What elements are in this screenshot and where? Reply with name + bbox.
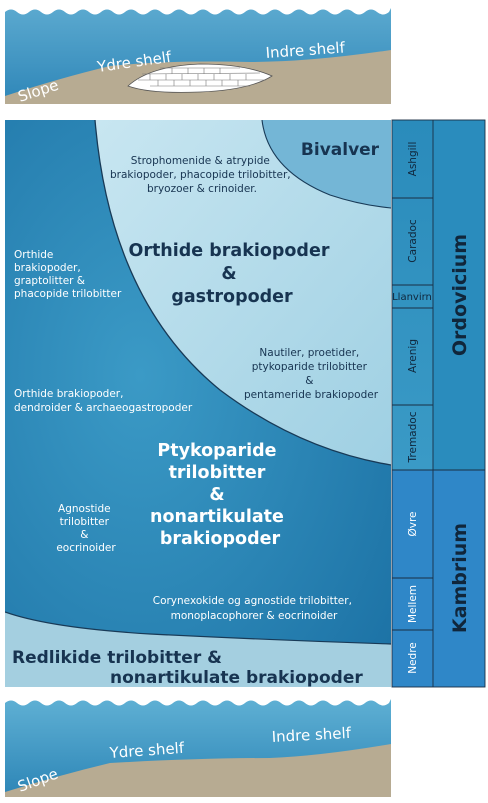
stage-ashgill: Ashgill [407,142,419,177]
stage-arenig: Arenig [407,339,419,373]
period-ordovicium: Ordovicium [449,234,471,356]
stage-caradoc: Caradoc [407,219,419,263]
stage-mellem: Mellem [407,585,419,623]
bottom-shelf-panel: Slope Ydre shelf Indre shelf [5,699,391,797]
stage-nedre: Nedre [407,642,419,674]
top-shelf-panel: Slope Ydre shelf Indre shelf [5,8,391,106]
stage-llanvirn: Llanvirn [392,292,432,303]
bivalver-label: Bivalver [301,140,380,160]
period-kambrium: Kambrium [449,523,471,633]
stratigraphic-column: Ashgill Caradoc Llanvirn Arenig Tremadoc… [392,120,485,687]
stage-ovre: Øvre [407,511,419,536]
stage-tremadoc: Tremadoc [407,411,419,463]
